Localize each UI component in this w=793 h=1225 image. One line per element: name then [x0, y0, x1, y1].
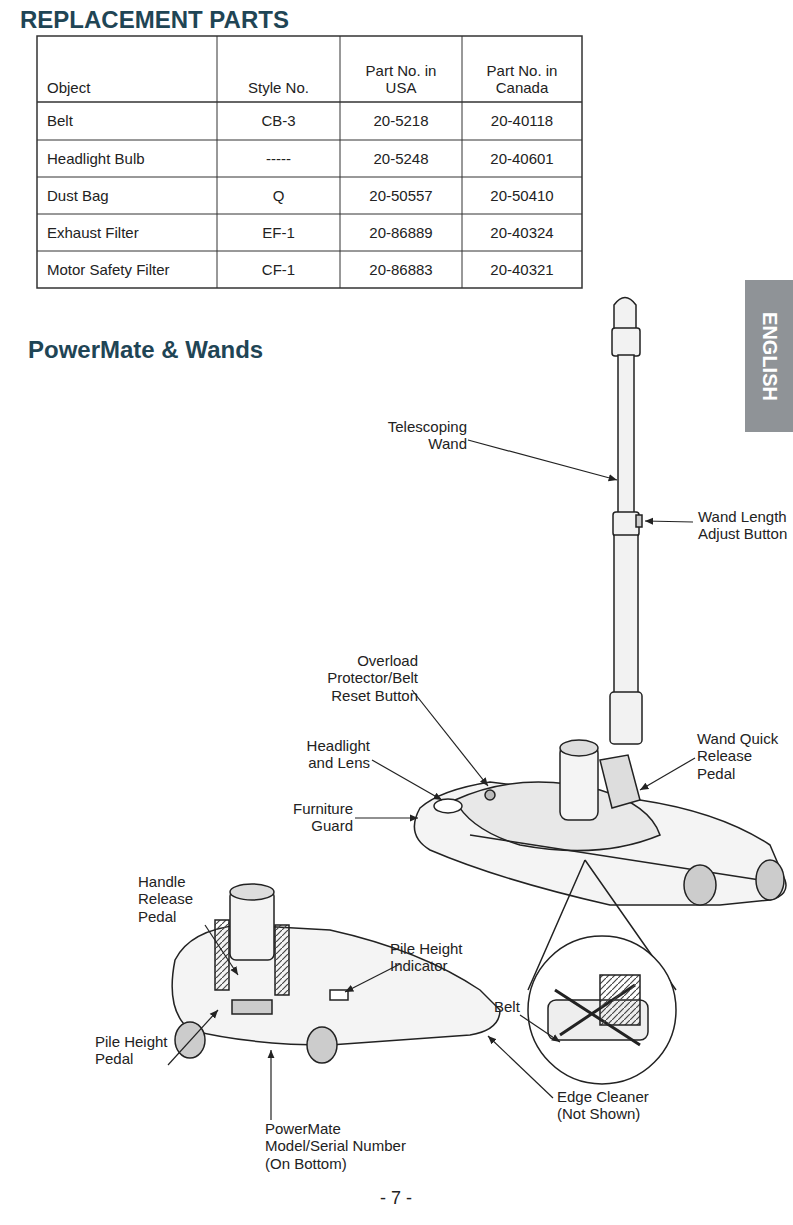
table-cell: Q [221, 187, 336, 204]
table-header: Part No. in USA [356, 62, 446, 97]
language-tab [745, 280, 793, 432]
callout-label: Pile Height Pedal [95, 1033, 175, 1068]
powermate-side-view [172, 884, 500, 1063]
belt-detail [528, 860, 676, 1084]
table-cell: 20-86883 [344, 261, 458, 278]
callout-label: Telescoping Wand [372, 418, 467, 453]
callout-label: Pile Height Indicator [390, 940, 475, 975]
table-cell: Belt [47, 112, 213, 129]
callout-label: PowerMate Model/Serial Number (On Bottom… [265, 1120, 420, 1172]
table-cell: 20-50557 [344, 187, 458, 204]
table-header: Object [47, 79, 213, 96]
table-cell: 20-5248 [344, 150, 458, 167]
table-cell: Dust Bag [47, 187, 213, 204]
table-cell: CF-1 [221, 261, 336, 278]
page-number: - 7 - [380, 1188, 412, 1209]
callout-label: Handle Release Pedal [138, 873, 208, 925]
callout-label: Belt [494, 998, 534, 1015]
callout-label: Wand Quick Release Pedal [697, 730, 792, 782]
parts-table [37, 36, 582, 288]
page-title: REPLACEMENT PARTS [20, 6, 289, 34]
table-cell: 20-40321 [466, 261, 578, 278]
callout-label: Headlight and Lens [295, 737, 370, 772]
leader-lines [168, 440, 695, 1120]
table-cell: 20-50410 [466, 187, 578, 204]
callout-label: Wand Length Adjust Button [698, 508, 793, 543]
callout-label: Furniture Guard [268, 800, 353, 835]
table-cell: 20-40601 [466, 150, 578, 167]
table-cell: CB-3 [221, 112, 336, 129]
callout-label: Edge Cleaner (Not Shown) [557, 1088, 667, 1123]
section-heading: PowerMate & Wands [28, 336, 263, 364]
table-cell: 20-5218 [344, 112, 458, 129]
callout-label: Overload Protector/Belt Reset Button [318, 652, 418, 704]
table-cell: 20-40324 [466, 224, 578, 241]
table-cell: Motor Safety Filter [47, 261, 213, 278]
table-header: Style No. [234, 79, 324, 96]
table-cell: EF-1 [221, 224, 336, 241]
table-cell: ----- [221, 150, 336, 167]
language-tab-text: ENGLISH [758, 312, 781, 401]
table-cell: Exhaust Filter [47, 224, 213, 241]
table-header: Part No. in Canada [477, 62, 567, 97]
table-cell: 20-40118 [466, 112, 578, 129]
table-cell: 20-86889 [344, 224, 458, 241]
table-cell: Headlight Bulb [47, 150, 213, 167]
telescoping-wand [610, 298, 642, 745]
